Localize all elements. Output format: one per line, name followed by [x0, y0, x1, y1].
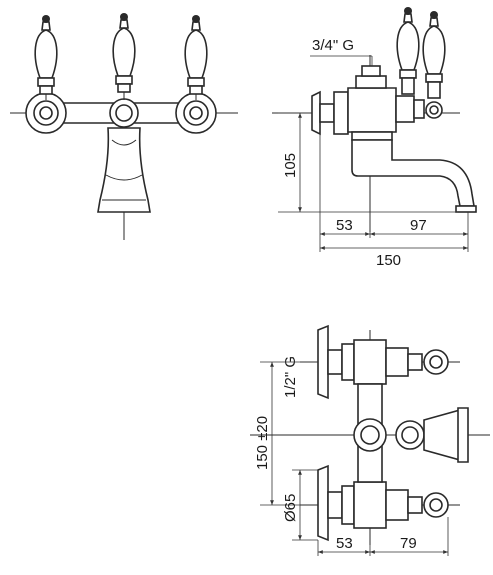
side-view-thread-label: 3/4" G	[312, 37, 354, 54]
front-view-spout	[97, 127, 151, 213]
top-view-diameter-label: Ø65	[282, 494, 299, 522]
top-view-thread-label: 1/2" G	[282, 356, 299, 398]
side-view-lower-ring	[351, 131, 393, 141]
front-view-spout-curve	[111, 139, 137, 146]
top-view-spout-valve-inner	[401, 426, 419, 444]
side-view-connector	[319, 103, 335, 123]
side-view-spout-tip	[455, 205, 477, 213]
side-view-right-offset-label: 97	[410, 217, 427, 234]
front-view-left-handle	[34, 15, 58, 100]
top-view-left-offset-label: 53	[336, 535, 353, 552]
side-view-rear-handle	[396, 7, 420, 95]
side-view-left-offset-label: 53	[336, 217, 353, 234]
side-view-wall-flange	[311, 90, 321, 136]
front-view	[10, 13, 238, 240]
side-view-front-handle	[422, 11, 446, 99]
top-view-centers-label: 150 ±20	[254, 416, 271, 470]
side-view-total-width-label: 150	[376, 252, 401, 269]
top-view-upper-inlet	[317, 324, 449, 400]
side-view: 3/4" G 105 53 97 150	[272, 7, 477, 269]
top-view: 1/2" G 150 ±20 Ø65 53 79	[250, 324, 490, 556]
side-view-top-inlet-cap	[361, 65, 381, 77]
front-view-right-handle	[184, 15, 208, 100]
side-view-height-label: 105	[282, 153, 299, 178]
top-view-lower-inlet	[317, 464, 449, 542]
top-view-spout-end	[457, 407, 469, 463]
side-view-valve-stem	[395, 95, 415, 123]
top-view-center-valve-inner	[360, 425, 380, 445]
top-view-right-offset-label: 79	[400, 535, 417, 552]
side-view-valve-cap-inner	[429, 105, 439, 115]
side-view-top-inlet	[355, 75, 387, 89]
side-view-valve-nut	[413, 99, 425, 119]
front-view-center-valve-inner	[115, 104, 133, 122]
front-view-spout-curve-lower	[105, 174, 143, 181]
side-view-nut	[333, 91, 349, 135]
side-view-spout	[351, 139, 475, 207]
side-view-body	[347, 87, 397, 133]
front-view-left-valve-inner	[39, 106, 53, 120]
front-view-center-handle	[112, 13, 136, 100]
front-view-right-valve-inner	[189, 106, 203, 120]
